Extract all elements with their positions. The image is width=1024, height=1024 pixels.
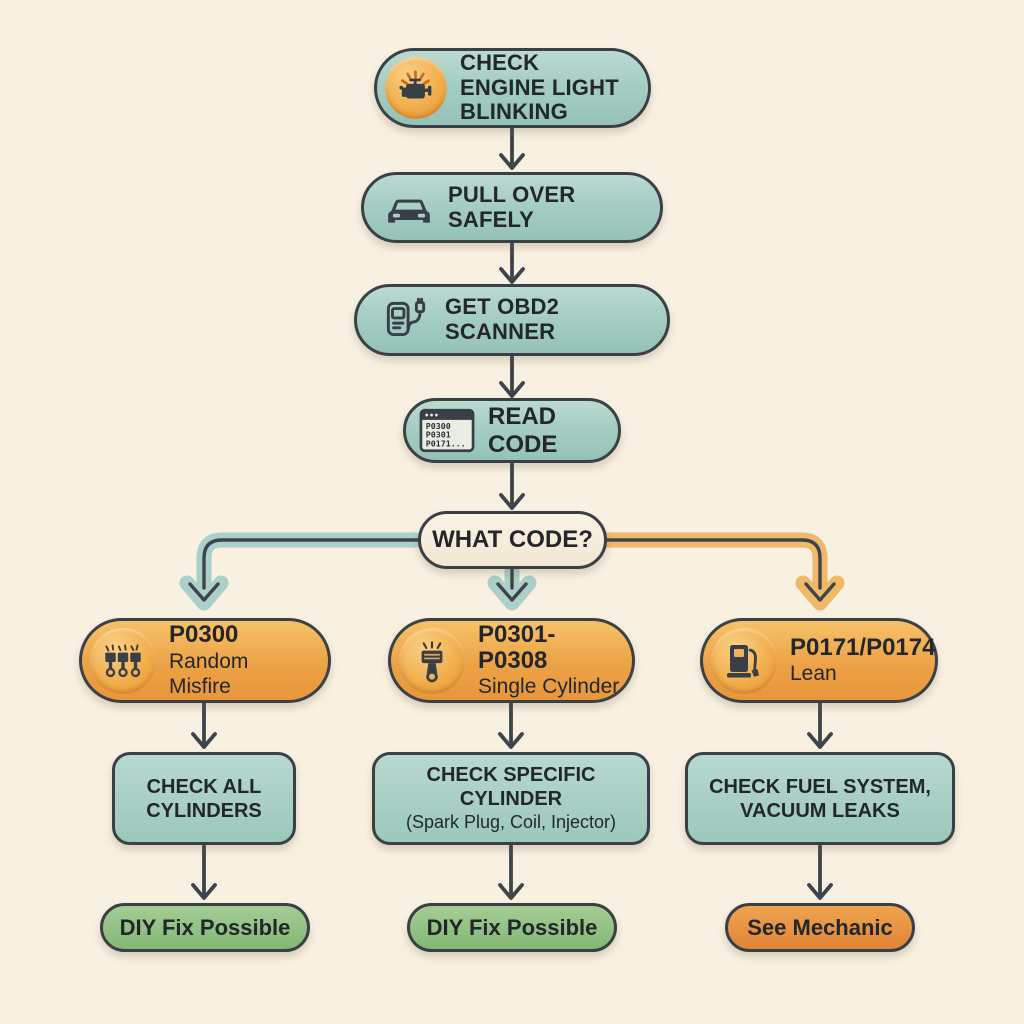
node-outcome-diy-left: DIY Fix Possible	[100, 903, 310, 952]
node-read-code: P0300 P0301 P0171... READ CODE	[403, 398, 621, 463]
step-label: CHECK ENGINE LIGHT BLINKING	[460, 50, 619, 125]
branch-connector-right-band	[590, 532, 845, 611]
branch-connector-inner-lines	[188, 538, 836, 602]
code-line: P0171...	[426, 438, 466, 448]
action-label: CHECK ALL CYLINDERS	[146, 775, 262, 822]
obd2-scanner-icon	[379, 293, 433, 347]
node-branch-p0171-p0174: P0171/P0174 Lean	[700, 618, 938, 703]
node-outcome-diy-mid: DIY Fix Possible	[407, 903, 617, 952]
node-branch-p0300: P0300 Random Misfire	[79, 618, 331, 703]
single-piston-icon	[399, 627, 465, 694]
branch-code: P0171/P0174	[790, 633, 936, 661]
node-action-check-specific-cylinder: CHECK SPECIFIC CYLINDER (Spark Plug, Coi…	[372, 752, 650, 845]
branch-desc: Lean	[790, 662, 837, 686]
branch-desc: Single Cylinder	[478, 675, 620, 699]
step-label: PULL OVER SAFELY	[448, 181, 576, 232]
node-outcome-see-mechanic: See Mechanic	[725, 903, 915, 952]
engine-warning-icon	[385, 57, 447, 119]
action-note: (Spark Plug, Coil, Injector)	[405, 812, 617, 833]
branch-desc: Random Misfire	[169, 649, 249, 698]
step-arrows	[191, 126, 833, 900]
action-label: CHECK FUEL SYSTEM, VACUUM LEAKS	[709, 775, 931, 822]
node-action-check-fuel-system: CHECK FUEL SYSTEM, VACUUM LEAKS	[685, 752, 955, 845]
code-screen-icon: P0300 P0301 P0171...	[419, 408, 475, 453]
node-branch-p0301-p0308: P0301-P0308 Single Cylinder	[388, 618, 635, 703]
node-pull-over: PULL OVER SAFELY	[361, 172, 663, 243]
code-line: P0300	[426, 421, 451, 431]
branch-code: P0300	[169, 621, 239, 649]
action-label: CHECK SPECIFIC CYLINDER	[426, 764, 596, 811]
node-what-code-decision: WHAT CODE?	[418, 511, 607, 569]
outcome-label: See Mechanic	[747, 914, 893, 940]
car-icon	[384, 189, 434, 227]
branch-code: P0301-P0308	[478, 620, 556, 674]
outcome-label: DIY Fix Possible	[426, 914, 598, 940]
code-line: P0301	[426, 430, 451, 440]
step-label: READ CODE	[488, 402, 558, 458]
decision-label: WHAT CODE?	[432, 526, 593, 553]
node-get-scanner: GET OBD2 SCANNER	[354, 284, 670, 356]
step-label: GET OBD2 SCANNER	[445, 294, 560, 344]
fuel-pump-icon	[711, 627, 777, 694]
triple-piston-icon	[90, 627, 156, 694]
branch-connector-left-band	[179, 532, 438, 611]
node-check-engine-light: CHECK ENGINE LIGHT BLINKING	[374, 48, 651, 128]
outcome-label: DIY Fix Possible	[119, 914, 291, 940]
node-action-check-all-cylinders: CHECK ALL CYLINDERS	[112, 752, 296, 845]
